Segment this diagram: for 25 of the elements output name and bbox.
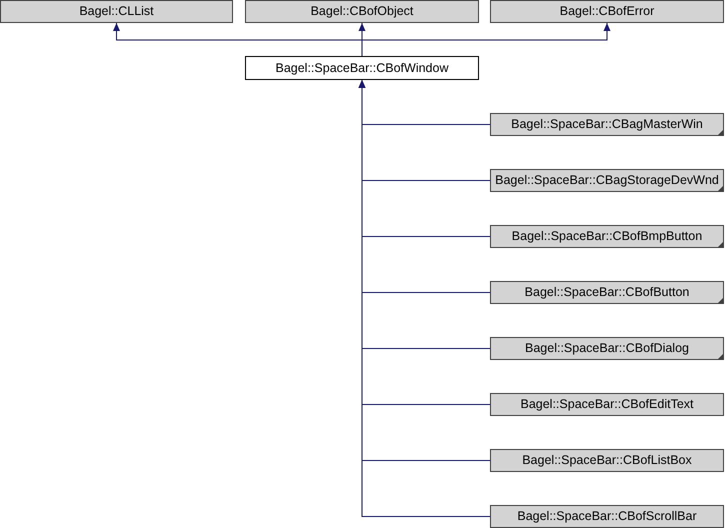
class-name: Bagel::SpaceBar::CBofScrollBar [517,510,697,523]
inheritance-arrow [362,22,610,56]
class-box [490,449,724,472]
class-name: Bagel::SpaceBar::CBofDialog [525,342,689,355]
class-box [490,169,724,192]
class-box [490,393,724,416]
class-box [490,505,724,528]
class-name: Bagel::SpaceBar::CBagMasterWin [511,118,703,131]
class-box [490,281,724,304]
class-name: Bagel::CBofError [560,5,654,18]
class-box [490,225,724,248]
class-name: Bagel::SpaceBar::CBofButton [524,286,690,299]
class-name: Bagel::SpaceBar::CBagStorageDevWnd [495,174,719,187]
class-box [245,0,479,23]
class-name: Bagel::SpaceBar::CBofEditText [520,398,694,411]
class-name: Bagel::SpaceBar::CBofBmpButton [512,230,702,243]
class-name: Bagel::CBofObject [310,5,414,18]
class-name: Bagel::SpaceBar::CBofWindow [275,62,448,74]
class-box [0,0,233,23]
class-name: Bagel::CLList [79,5,154,18]
class-box [490,0,724,23]
class-box [245,56,479,80]
class-box [490,337,724,360]
class-box [490,113,724,136]
class-name: Bagel::SpaceBar::CBofListBox [522,454,692,467]
